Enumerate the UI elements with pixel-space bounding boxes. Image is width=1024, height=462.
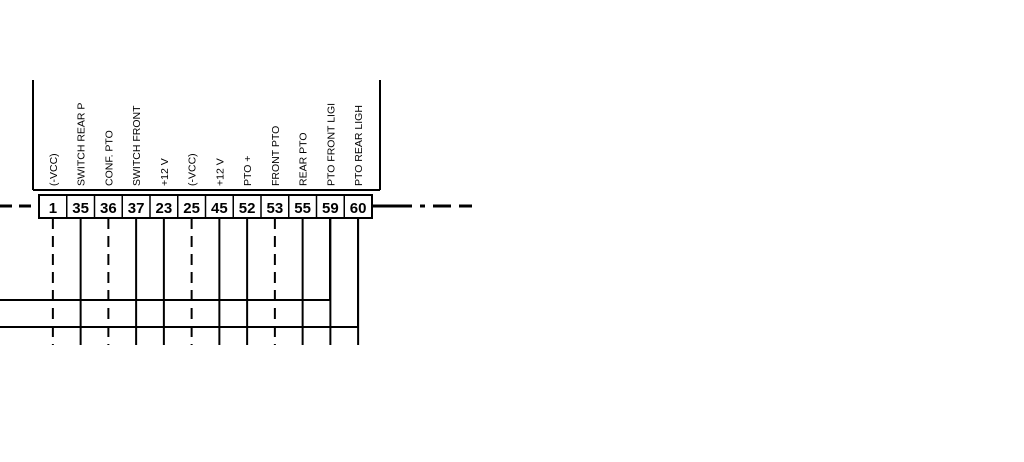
pin-signal-label-59: PTO FRONT LIGI [325, 103, 337, 186]
pin-signal-label-1: (-VCC) [48, 153, 60, 186]
pin-number-37: 37 [128, 200, 145, 217]
pin-signal-label-37: SWITCH FRONT [131, 105, 143, 186]
pin-signal-label-45: +12 V [214, 158, 226, 186]
pin-number-45: 45 [211, 200, 228, 217]
pin-number-60: 60 [350, 200, 367, 217]
pin-signal-label-23: +12 V [159, 158, 171, 186]
pin-number-35: 35 [72, 200, 89, 217]
pin-signal-label-36: CONF. PTO [103, 130, 115, 186]
pin-number-25: 25 [183, 200, 200, 217]
pin-signal-label-60: PTO REAR LIGH [353, 105, 365, 186]
pin-number-52: 52 [239, 200, 256, 217]
pin-signal-label-35: SWITCH REAR P [76, 103, 88, 186]
pin-signal-label-53: FRONT PTO [270, 126, 282, 186]
pin-number-1: 1 [49, 200, 57, 217]
pin-number-55: 55 [294, 200, 311, 217]
pin-number-59: 59 [322, 200, 339, 217]
wire-branch-pin-59 [0, 218, 331, 301]
pin-number-53: 53 [267, 200, 284, 217]
pin-signal-label-55: REAR PTO [298, 133, 310, 186]
pin-signal-label-25: (-VCC) [187, 153, 199, 186]
pin-number-23: 23 [156, 200, 173, 217]
pin-number-36: 36 [100, 200, 117, 217]
pin-signal-label-52: PTO + [242, 156, 254, 186]
